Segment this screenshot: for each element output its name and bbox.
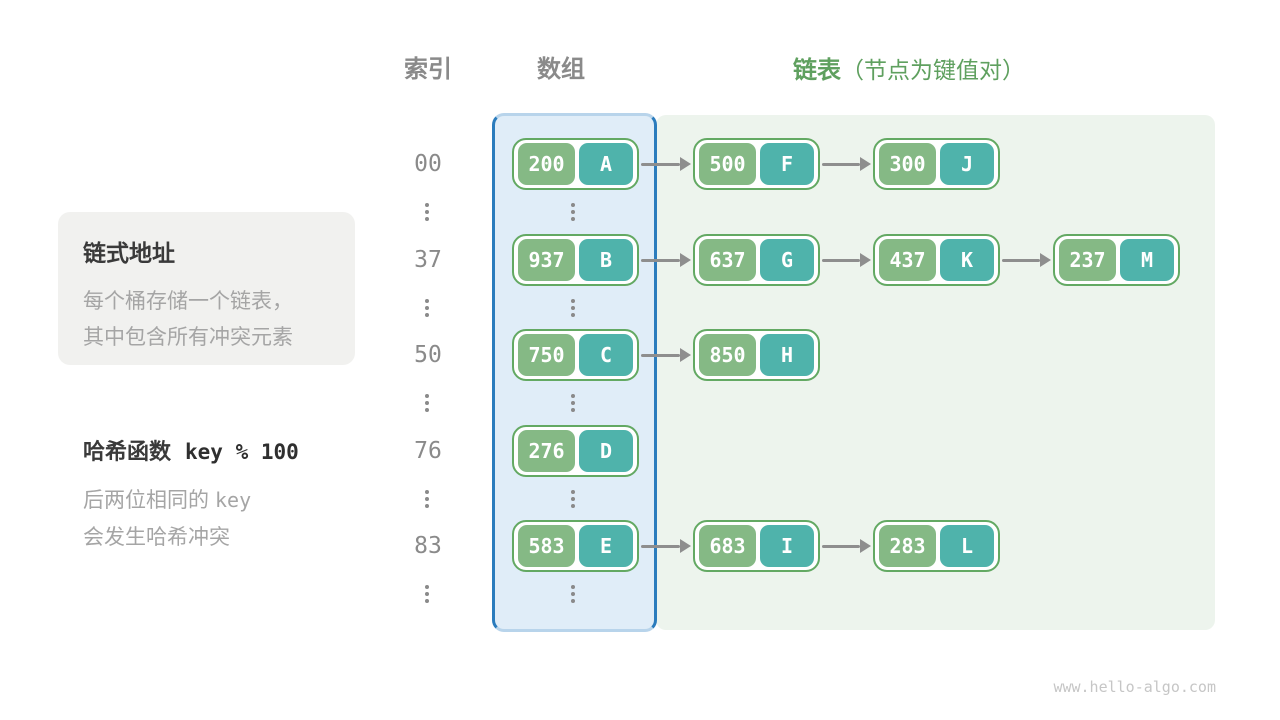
node-key: 750 [518, 334, 575, 376]
node-value: D [579, 430, 633, 472]
node-value: J [940, 143, 994, 185]
arrow-head [680, 539, 691, 553]
arrow-shaft [822, 544, 860, 548]
node-value: G [760, 239, 814, 281]
hash-note-line1-key: key [215, 488, 252, 512]
hash-function-formula: key % 100 [185, 440, 299, 464]
info-card-line1: 每个桶存储一个链表， [83, 290, 293, 313]
watermark: www.hello-algo.com [1053, 678, 1216, 696]
arrow-head [860, 253, 871, 267]
arrow-head [680, 253, 691, 267]
ellipsis-dots [425, 203, 429, 221]
node-key: 237 [1059, 239, 1116, 281]
node-value: M [1120, 239, 1174, 281]
arrow-icon [641, 157, 691, 171]
node-key: 683 [699, 525, 756, 567]
index-label: 83 [414, 533, 442, 559]
arrow-icon [822, 253, 871, 267]
list-column-header: 链表（节点为键值对） [793, 55, 1213, 85]
arrow-head [860, 157, 871, 171]
node-key: 500 [699, 143, 756, 185]
arrow-shaft [641, 544, 680, 548]
arrow-icon [641, 348, 691, 362]
arrow-shaft [641, 162, 680, 166]
ellipsis-dots [571, 203, 575, 221]
arrow-icon [822, 157, 871, 171]
node-value: K [940, 239, 994, 281]
arrow-icon [641, 253, 691, 267]
arrow-shaft [822, 258, 860, 262]
hash-note-line1-text: 后两位相同的 [83, 489, 209, 512]
arrow-head [1040, 253, 1051, 267]
node-key: 637 [699, 239, 756, 281]
arrow-head [860, 539, 871, 553]
index-column-header: 索引 [404, 56, 452, 83]
ellipsis-dots [425, 394, 429, 412]
index-label: 00 [414, 151, 442, 177]
list-header-label: 链表 [793, 57, 841, 84]
node-value: L [940, 525, 994, 567]
arrow-icon [822, 539, 871, 553]
arrow-head [680, 157, 691, 171]
arrow-head [680, 348, 691, 362]
node-value: A [579, 143, 633, 185]
info-card-title: 链式地址 [83, 240, 175, 266]
info-card-line2: 其中包含所有冲突元素 [83, 326, 293, 349]
index-label: 37 [414, 247, 442, 273]
node-key: 850 [699, 334, 756, 376]
node-value: C [579, 334, 633, 376]
node-key: 283 [879, 525, 936, 567]
list-header-note: （节点为键值对） [841, 57, 1025, 83]
hash-note-line2: 会发生哈希冲突 [83, 526, 230, 549]
chaining-info-card: 链式地址 每个桶存储一个链表， 其中包含所有冲突元素 [58, 212, 355, 365]
ellipsis-dots [571, 585, 575, 603]
node-value: H [760, 334, 814, 376]
node-value: F [760, 143, 814, 185]
node-key: 937 [518, 239, 575, 281]
ellipsis-dots [571, 299, 575, 317]
ellipsis-dots [425, 299, 429, 317]
arrow-shaft [641, 258, 680, 262]
node-key: 276 [518, 430, 575, 472]
hash-function-title: 哈希函数 key % 100 [83, 434, 383, 466]
index-label: 50 [414, 342, 442, 368]
ellipsis-dots [571, 394, 575, 412]
array-column-header: 数组 [537, 56, 585, 83]
hash-note-line1: 后两位相同的 key [83, 482, 383, 519]
hash-function-label: 哈希函数 [83, 439, 172, 464]
hash-function-note: 哈希函数 key % 100 后两位相同的 key 会发生哈希冲突 [83, 434, 383, 556]
ellipsis-dots [425, 490, 429, 508]
ellipsis-dots [425, 585, 429, 603]
node-value: B [579, 239, 633, 281]
node-key: 437 [879, 239, 936, 281]
node-key: 300 [879, 143, 936, 185]
arrow-icon [1002, 253, 1051, 267]
ellipsis-dots [571, 490, 575, 508]
arrow-shaft [822, 162, 860, 166]
arrow-shaft [1002, 258, 1040, 262]
arrow-icon [641, 539, 691, 553]
node-key: 200 [518, 143, 575, 185]
index-label: 76 [414, 438, 442, 464]
node-value: I [760, 525, 814, 567]
arrow-shaft [641, 353, 680, 357]
node-value: E [579, 525, 633, 567]
node-key: 583 [518, 525, 575, 567]
